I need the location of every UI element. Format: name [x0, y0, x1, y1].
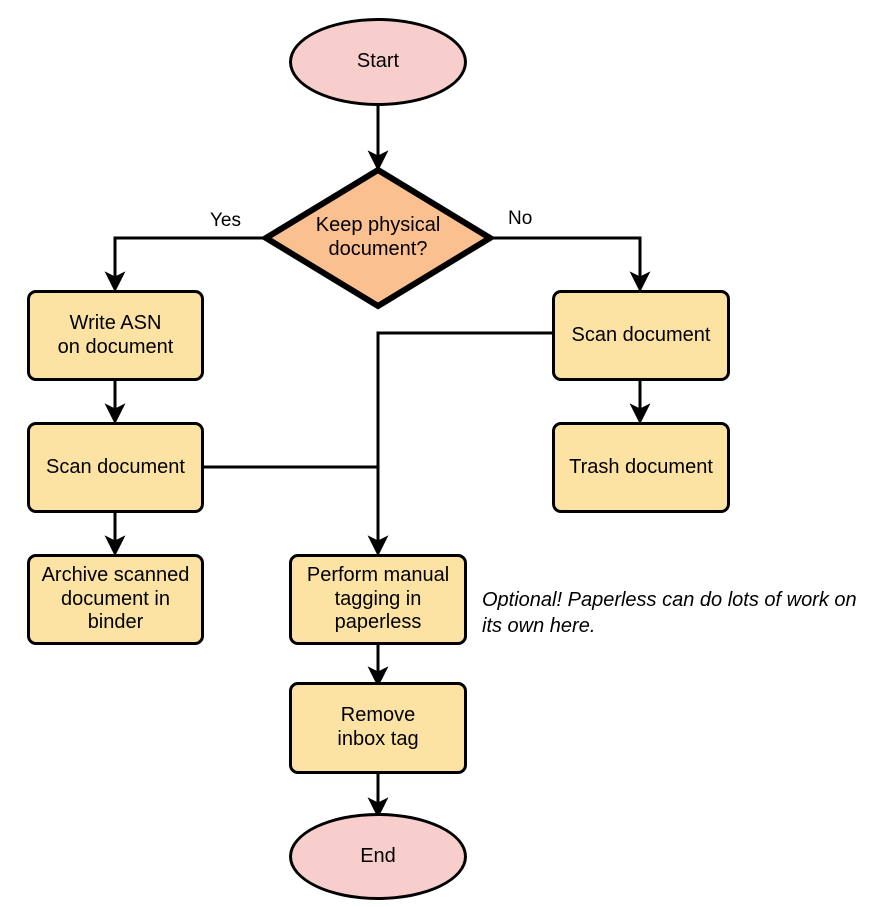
node-scan-document-right[interactable]: Scan document [552, 290, 730, 381]
node-trash-document[interactable]: Trash document [552, 422, 730, 513]
node-keep-physical-document[interactable]: Keep physical document? [262, 166, 494, 310]
edge-label-yes: Yes [210, 210, 241, 231]
node-archive-binder-label: Archive scanned document in binder [41, 564, 190, 634]
node-write-asn-label: Write ASN on document [57, 311, 174, 358]
node-remove-inbox-tag-label: Remove inbox tag [337, 704, 419, 750]
note-optional: Optional! Paperless can do lots of work … [482, 589, 857, 637]
edge-decision-to-write-asn [104, 236, 266, 293]
node-write-asn[interactable]: Write ASN on document [27, 290, 204, 381]
edge-label-no: No [508, 208, 533, 229]
edge-decision-to-scan-right [490, 236, 651, 293]
node-start-label: Start [356, 50, 400, 73]
node-start[interactable]: Start [289, 18, 467, 106]
node-scan-document-right-label: Scan document [571, 323, 711, 346]
node-remove-inbox-tag[interactable]: Remove inbox tag [289, 682, 467, 774]
node-trash-document-label: Trash document [569, 455, 713, 478]
diamond-shape [262, 166, 494, 310]
node-scan-document-left-label: Scan document [46, 455, 185, 478]
node-archive-binder[interactable]: Archive scanned document in binder [27, 554, 204, 645]
edge-scan-right-to-tagging [367, 331, 552, 557]
node-manual-tagging[interactable]: Perform manual tagging in paperless [289, 554, 467, 645]
node-manual-tagging-label: Perform manual tagging in paperless [306, 564, 450, 634]
node-end[interactable]: End [289, 813, 467, 900]
node-end-label: End [360, 844, 396, 867]
node-keep-physical-document-label: Keep physical document? [315, 214, 441, 260]
node-scan-document-left[interactable]: Scan document [27, 422, 204, 513]
